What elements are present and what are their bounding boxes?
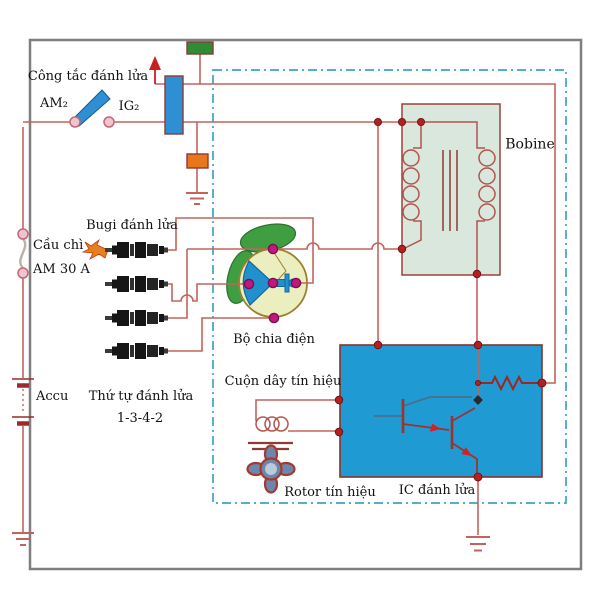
spark-plug-icon: [105, 343, 168, 359]
emitter-arrow-icon: [429, 423, 441, 432]
ignition-ic-block: [339, 344, 543, 478]
ic-internals: [374, 345, 542, 476]
ground-icon: [12, 192, 490, 552]
signal-rotor-icon: [246, 444, 296, 494]
spark-plug-icon: [105, 310, 168, 326]
node-diamond-icon: [473, 395, 483, 405]
distributor-rotor-icon: [242, 260, 298, 306]
emitter-arrow-icon: [461, 447, 472, 456]
distributor-contacts: [243, 243, 302, 324]
wiring: [22, 54, 556, 535]
spark-icon: [81, 238, 109, 260]
signal-coil-icon: [248, 416, 293, 451]
fuse-icon: [17, 228, 29, 279]
orange-component: [186, 153, 209, 169]
key-cylinder-block: [164, 75, 184, 135]
distributor-body: [226, 223, 308, 318]
module-boundary: [212, 69, 567, 504]
spark-plug-icon: [105, 242, 168, 258]
green-component: [186, 41, 214, 55]
spark-plugs: [81, 238, 168, 359]
up-arrow-icon: [149, 56, 161, 84]
outer-border: [28, 38, 583, 571]
ignition-switch-icon: [69, 89, 115, 128]
spark-plug-icon: [105, 276, 168, 292]
battery-icon: [12, 378, 34, 426]
coil-windings: [402, 121, 496, 274]
resistor-icon: [478, 374, 542, 392]
coil-core-icon: [442, 150, 458, 231]
junction-dots: [334, 118, 547, 482]
